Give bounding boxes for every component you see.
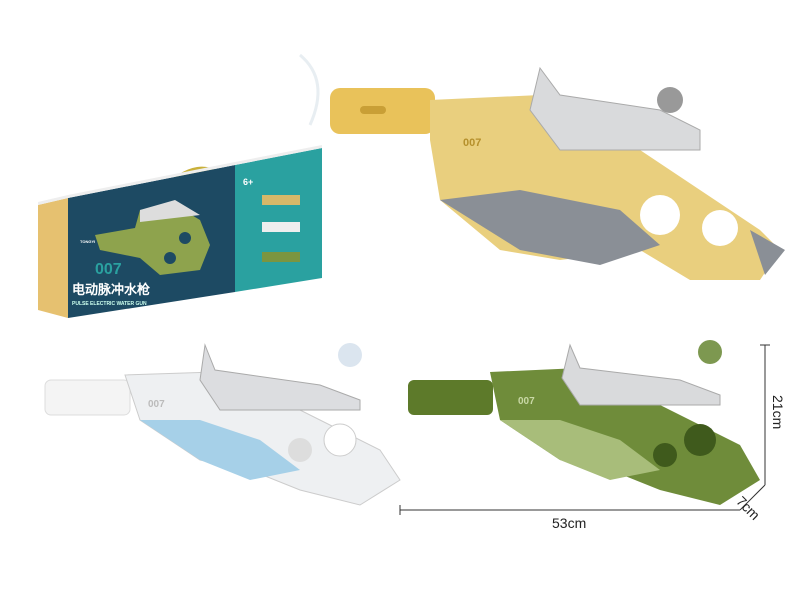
yellow-gun-marking: 007 xyxy=(463,137,482,149)
dimension-lines xyxy=(399,344,770,515)
box-age-label: 6+ xyxy=(243,177,254,187)
green-water-gun xyxy=(408,340,760,505)
white-gun-marking: 007 xyxy=(148,399,165,410)
box-model-label: 007 xyxy=(95,261,122,278)
package-box xyxy=(38,145,322,318)
box-title-cn: 电动脉冲水枪 xyxy=(72,282,151,297)
green-gun-marking: 007 xyxy=(518,396,535,407)
length-label: 53cm xyxy=(552,515,587,531)
yellow-water-gun xyxy=(299,53,785,280)
white-water-gun xyxy=(44,343,401,506)
height-label: 21cm xyxy=(770,395,786,430)
box-brand: TONGYI xyxy=(80,239,96,244)
box-title-en: PULSE ELECTRIC WATER GUN xyxy=(72,301,147,307)
